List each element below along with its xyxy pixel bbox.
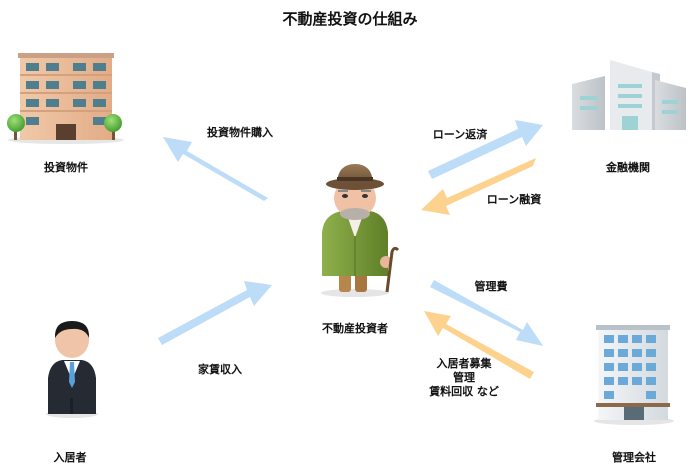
arrow-purchase [163, 137, 268, 201]
service-item-management: 管理 [453, 371, 475, 384]
flow-label-rent-income: 家賃収入 [198, 363, 242, 376]
arrow-loan-financing [421, 158, 536, 215]
node-label-investor: 不動産投資者 [322, 322, 388, 335]
arrow-management-fee [430, 280, 543, 346]
office-building-icon [594, 325, 674, 425]
arrow-services [424, 311, 534, 379]
flow-label-management-fee: 管理費 [474, 280, 508, 293]
apartment-building-icon [7, 53, 124, 144]
bank-buildings-icon [572, 60, 686, 130]
businessman-icon [46, 321, 98, 418]
node-label-bank: 金融機関 [606, 161, 650, 174]
flow-label-loan-financing: ローン融資 [486, 193, 542, 206]
node-label-manager: 管理会社 [612, 451, 656, 464]
arrow-loan-repayment [428, 120, 543, 179]
flow-label-loan-repayment: ローン返済 [432, 128, 488, 141]
flow-label-services: 入居者募集 管理 賃料回収 など [404, 357, 524, 399]
diagram-title: 不動産投資の仕組み [282, 10, 418, 28]
arrow-rent-income [158, 281, 272, 345]
node-label-tenant: 入居者 [53, 451, 87, 464]
node-label-property: 投資物件 [44, 161, 88, 174]
flow-label-purchase: 投資物件購入 [207, 126, 273, 139]
service-item-rent-collection: 賃料回収 など [429, 385, 499, 398]
elderly-man-with-cane-icon [321, 164, 400, 297]
service-item-recruitment: 入居者募集 [436, 357, 492, 370]
